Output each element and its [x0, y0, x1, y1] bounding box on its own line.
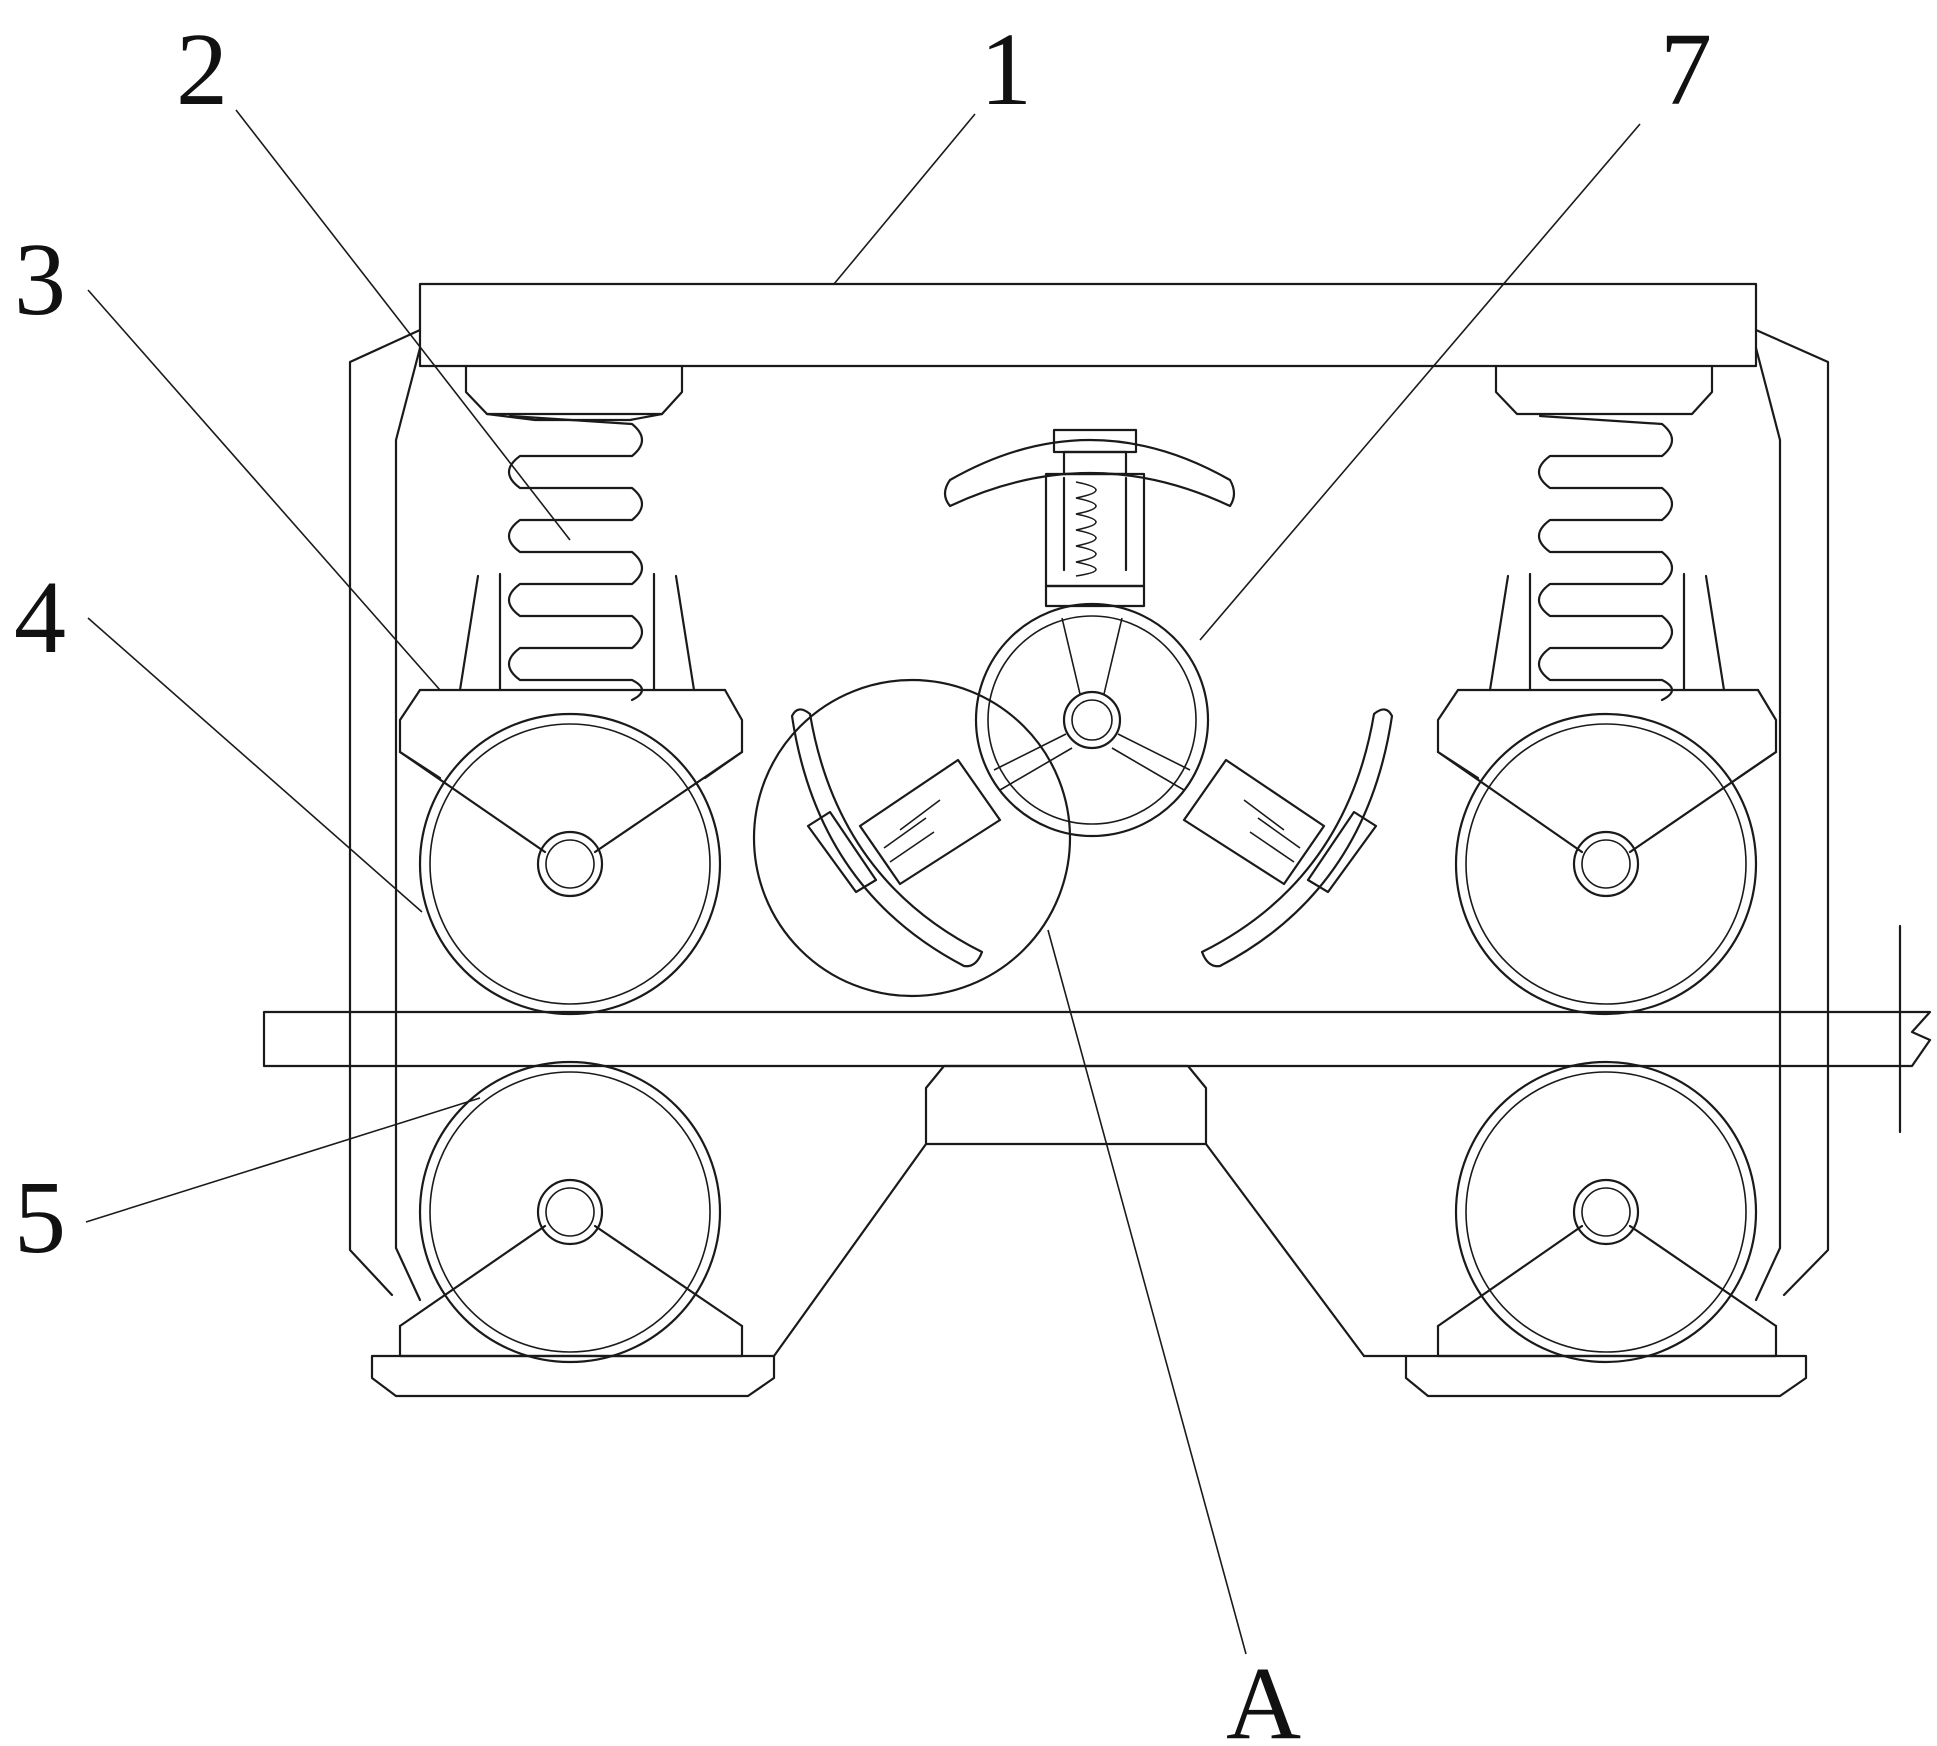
right-spring-assembly: [1438, 366, 1776, 778]
detail-a-circle: [754, 680, 1070, 996]
leader-4: [88, 618, 422, 912]
label-2: 2: [176, 12, 228, 127]
label-a: A: [1226, 1646, 1301, 1746]
right-spring: [1539, 416, 1672, 700]
label-3: 3: [14, 222, 66, 337]
label-5: 5: [14, 1160, 66, 1275]
leader-lines: [86, 110, 1640, 1654]
top-plate: [420, 284, 1756, 366]
lower-center-block: [774, 1066, 1364, 1356]
leader-1: [834, 114, 975, 284]
leader-7: [1200, 124, 1640, 640]
leader-2: [236, 110, 570, 540]
upper-right-roller: [1438, 714, 1776, 1014]
left-spring: [509, 416, 642, 700]
label-1: 1: [980, 12, 1032, 127]
upper-left-roller: [400, 714, 742, 1014]
workpiece-bar: [264, 926, 1930, 1132]
label-7: 7: [1660, 12, 1712, 127]
label-4: 4: [14, 560, 66, 675]
rotor-assembly: [754, 430, 1392, 996]
outer-frame: [350, 330, 1828, 1300]
leader-a: [1048, 930, 1246, 1654]
left-spring-assembly: [400, 366, 742, 778]
lower-left-roller: [372, 1062, 774, 1396]
leader-3: [88, 290, 440, 690]
lower-right-roller: [1364, 1062, 1806, 1396]
